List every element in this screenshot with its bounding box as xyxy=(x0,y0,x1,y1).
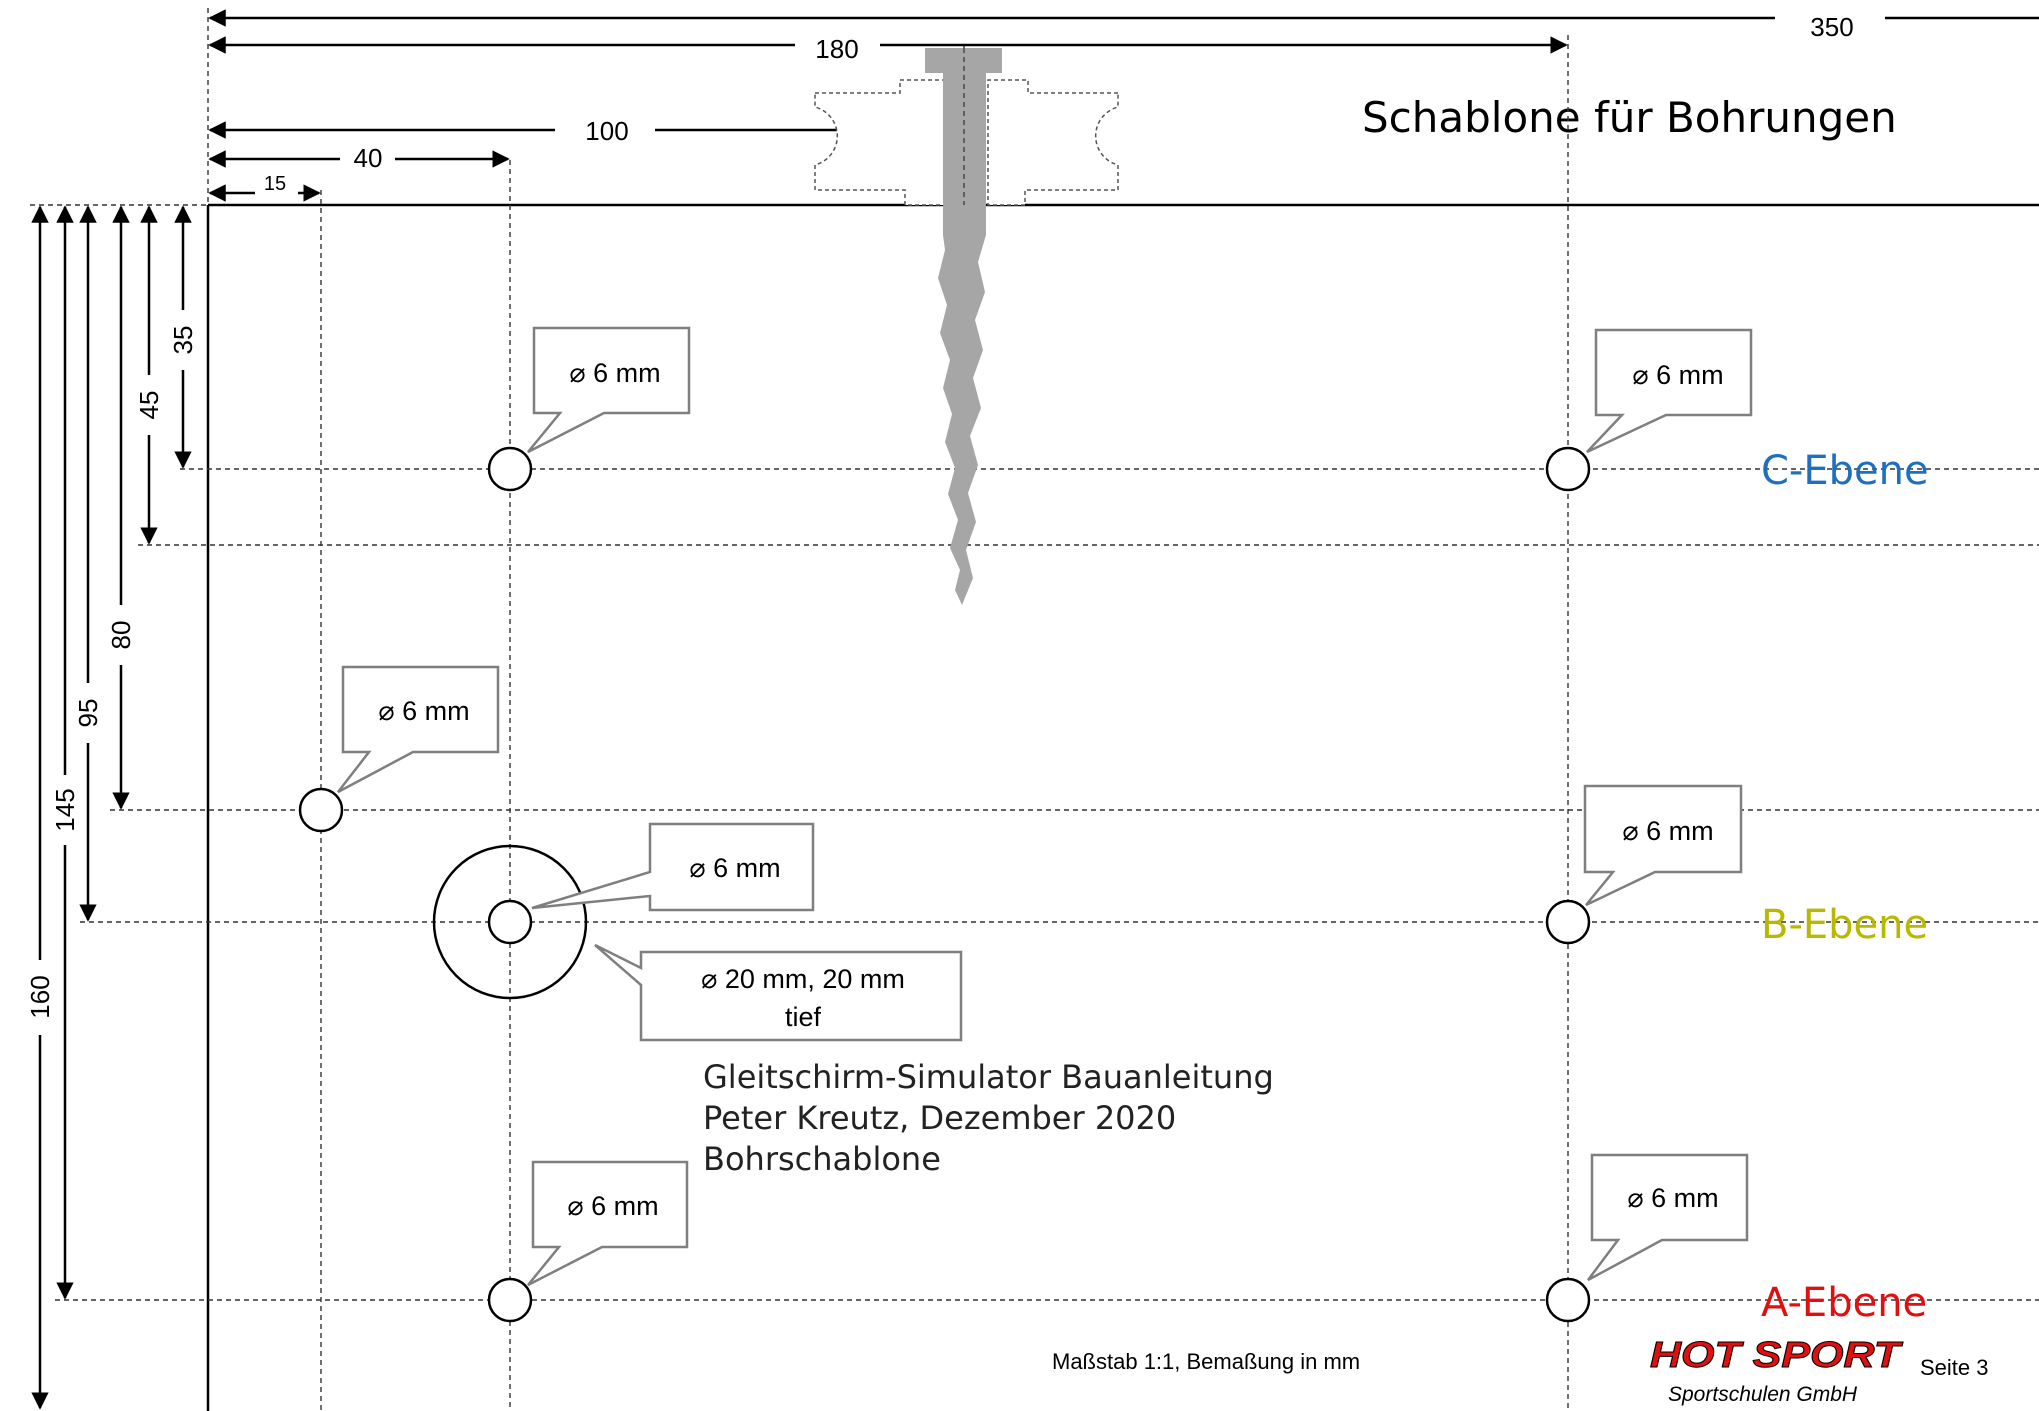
callout-b-right-text: ⌀ 6 mm xyxy=(1622,816,1713,846)
company-name: Sportschulen GmbH xyxy=(1668,1383,1858,1406)
callout-a-left: ⌀ 6 mm xyxy=(527,1160,689,1287)
plane-label-c: C-Ebene xyxy=(1761,448,1929,494)
hot-sport-logo: HOT SPORT xyxy=(1650,1334,1904,1375)
callout-b-large: ⌀ 20 mm, 20 mm tief xyxy=(594,943,963,1042)
callout-c-right-text: ⌀ 6 mm xyxy=(1632,360,1723,390)
callout-a-right: ⌀ 6 mm xyxy=(1587,1153,1749,1282)
dimension-145-label: 145 xyxy=(50,788,80,831)
dimension-160: 160 xyxy=(25,205,55,1410)
drill-hole-a-left xyxy=(487,1277,533,1323)
screw-illustration xyxy=(814,48,1119,605)
drill-hole-c-left xyxy=(487,446,533,492)
drill-hole-a-right xyxy=(1545,1277,1591,1323)
scale-note: Maßstab 1:1, Bemaßung in mm xyxy=(1052,1349,1360,1374)
dimension-40-label: 40 xyxy=(354,143,383,173)
callout-a-right-text: ⌀ 6 mm xyxy=(1627,1183,1718,1213)
dimension-80-label: 80 xyxy=(106,621,136,650)
drill-hole-b-right xyxy=(1545,899,1591,945)
info-line-3: Bohrschablone xyxy=(703,1140,941,1178)
dimension-15: 15 xyxy=(208,173,321,202)
callout-c-left-text: ⌀ 6 mm xyxy=(569,358,660,388)
plane-label-a: A-Ebene xyxy=(1761,1280,1927,1326)
callout-b-large-text-line2: tief xyxy=(785,1002,822,1032)
callout-c-left: ⌀ 6 mm xyxy=(527,326,691,454)
page-title: Schablone für Bohrungen xyxy=(1362,93,1897,142)
dimension-45-label: 45 xyxy=(134,391,164,420)
info-line-1: Gleitschirm-Simulator Bauanleitung xyxy=(703,1058,1274,1096)
plane-label-b: B-Ebene xyxy=(1761,902,1928,948)
callout-b-left: ⌀ 6 mm xyxy=(531,822,815,912)
dimension-100-label: 100 xyxy=(585,116,628,146)
dimension-15-label: 15 xyxy=(264,173,286,195)
drill-hole-c-right xyxy=(1545,446,1591,492)
drill-hole-b-left xyxy=(487,899,533,945)
dimension-95: 95 xyxy=(73,205,103,922)
dimension-145: 145 xyxy=(50,205,80,1300)
callout-b-right: ⌀ 6 mm xyxy=(1583,784,1743,907)
dimension-350: 350 xyxy=(208,9,2039,42)
callout-mid-left-text: ⌀ 6 mm xyxy=(378,696,469,726)
dimension-95-label: 95 xyxy=(73,699,103,728)
dimension-350-label: 350 xyxy=(1810,12,1853,42)
drill-hole-mid-left xyxy=(298,787,344,833)
callout-mid-left: ⌀ 6 mm xyxy=(337,665,500,794)
large-hole-20mm xyxy=(432,844,588,1000)
callout-b-left-text: ⌀ 6 mm xyxy=(689,853,780,883)
dimension-35: 35 xyxy=(168,205,198,469)
callout-b-large-text-line1: ⌀ 20 mm, 20 mm xyxy=(701,964,905,994)
dimension-45: 45 xyxy=(134,205,164,545)
dimension-40: 40 xyxy=(208,143,510,173)
info-line-2: Peter Kreutz, Dezember 2020 xyxy=(703,1099,1176,1137)
dimension-180-label: 180 xyxy=(815,34,858,64)
dimension-180: 180 xyxy=(208,34,1568,64)
dimension-80: 80 xyxy=(106,205,136,810)
callout-c-right: ⌀ 6 mm xyxy=(1586,328,1753,454)
dimension-160-label: 160 xyxy=(25,975,55,1018)
dimension-35-label: 35 xyxy=(168,326,198,355)
callout-a-left-text: ⌀ 6 mm xyxy=(567,1191,658,1221)
page-number: Seite 3 xyxy=(1920,1355,1989,1380)
